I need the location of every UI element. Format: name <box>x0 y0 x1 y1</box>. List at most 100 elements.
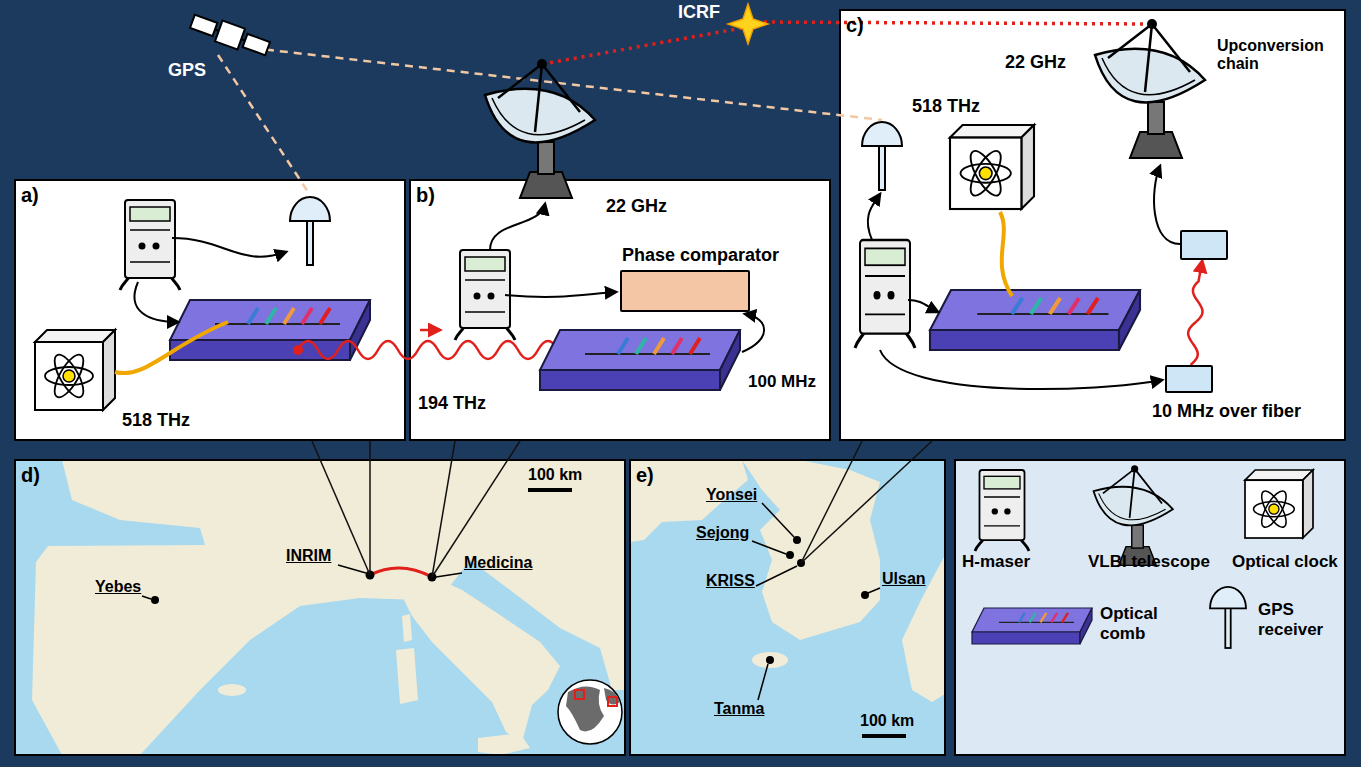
device-box: Upconversion chain <box>1180 230 1228 260</box>
gps-satellite <box>189 11 272 59</box>
drawing-part <box>793 536 801 544</box>
drawing-part <box>338 565 366 573</box>
drawing-part <box>505 292 616 297</box>
drawing-part <box>1000 212 1012 296</box>
drawing-part <box>566 686 604 731</box>
drawing-part <box>742 460 880 640</box>
clock-icon <box>950 125 1034 209</box>
legend-panel <box>955 460 1345 755</box>
panel-label: a) <box>21 184 39 207</box>
drawing-part <box>861 591 869 599</box>
drawing-part <box>630 460 945 755</box>
drawing-part <box>151 596 159 604</box>
wires <box>490 204 764 352</box>
panel-ground <box>840 10 1345 440</box>
drawing-part <box>218 684 246 696</box>
signal-label: 518 THz <box>122 410 190 431</box>
drawing-part <box>172 238 286 257</box>
map-label: Medicina <box>464 554 532 572</box>
comb-icon <box>170 300 370 360</box>
telescope-icon <box>1095 19 1205 158</box>
panel-label: d) <box>21 464 40 487</box>
signal-label: 22 GHz <box>606 196 667 217</box>
map-label: 100 km <box>860 712 914 730</box>
signal-label: 518 THz <box>912 96 980 117</box>
drawing-part <box>543 28 742 64</box>
drawing-part <box>868 588 880 593</box>
drawing-part <box>396 648 418 704</box>
panel: a) <box>15 180 405 440</box>
maser-icon <box>975 470 1029 551</box>
fiber-link <box>1188 261 1202 365</box>
drawing-part <box>134 282 178 322</box>
drawing-part <box>880 350 1162 389</box>
drawing-part <box>369 441 371 575</box>
europe-map <box>15 460 625 755</box>
panel: c) Upconversion chain 10 MHz over fiber <box>840 10 1345 440</box>
drawing-part <box>756 22 1150 24</box>
drawing-part <box>862 734 906 738</box>
wires <box>115 238 558 373</box>
legend-text: GPS receiver <box>1258 600 1338 639</box>
fiber-port <box>293 345 303 355</box>
device-label: 10 MHz over fiber <box>1152 401 1301 422</box>
panel-ground <box>15 180 405 440</box>
drawing-part <box>478 733 530 755</box>
drawing-part <box>140 560 625 755</box>
drawing-part <box>215 21 245 50</box>
drawing-part <box>868 194 880 240</box>
map-label: KRISS <box>706 572 755 590</box>
comb-icon <box>972 608 1092 644</box>
drawing-part <box>752 541 786 554</box>
comb-icon <box>540 330 740 390</box>
map-label: Yebes <box>95 578 141 596</box>
drawing-part <box>630 460 945 755</box>
device-label: Upconversion chain <box>1217 37 1345 74</box>
drawing-part <box>1154 166 1180 244</box>
drawing-part <box>742 314 764 352</box>
telescope-icon <box>485 59 595 198</box>
drawing-part <box>608 697 617 706</box>
drawing-part <box>15 460 205 755</box>
signal-label: GPS <box>168 60 206 81</box>
map-label: Tanma <box>714 700 764 718</box>
drawing-part <box>786 551 794 559</box>
drawing-part <box>115 322 228 373</box>
drawing-part <box>218 55 310 195</box>
drawing-part <box>801 441 862 563</box>
drawing-part <box>370 568 432 577</box>
map-label: Sejong <box>696 524 749 542</box>
device-label: Phase comparator <box>622 245 779 266</box>
panel-ground <box>410 180 830 440</box>
legend-text: Optical clock <box>1232 552 1338 572</box>
drawing-part <box>558 680 622 744</box>
signal-label: 22 GHz <box>1005 52 1066 73</box>
drawing-part <box>752 652 788 668</box>
drawing-part <box>420 329 440 332</box>
panel-label: b) <box>416 184 435 207</box>
drawing-part <box>432 441 455 577</box>
gps-icon <box>862 122 902 190</box>
gps-icon <box>290 197 330 265</box>
signal-label: ICRF <box>678 2 720 23</box>
panel-label: c) <box>846 14 864 37</box>
maser-icon <box>120 200 180 290</box>
drawing-part <box>490 204 545 250</box>
drawing-part <box>575 690 584 699</box>
clock-icon <box>1245 470 1313 538</box>
device-box: 10 MHz over fiber <box>1165 365 1213 393</box>
drawing-part <box>436 573 462 577</box>
legend-text: Optical comb <box>1100 604 1180 643</box>
drawing-part <box>766 656 774 664</box>
gps-icon <box>1210 587 1246 648</box>
wires <box>868 166 1180 389</box>
drawing-part <box>801 441 932 563</box>
panel: e) <box>630 460 945 755</box>
signal-label: 194 THz <box>418 393 486 414</box>
map-label: Ulsan <box>882 570 926 588</box>
icrf-star <box>728 4 768 44</box>
drawing-part <box>762 503 794 537</box>
drawing-part <box>756 566 797 586</box>
